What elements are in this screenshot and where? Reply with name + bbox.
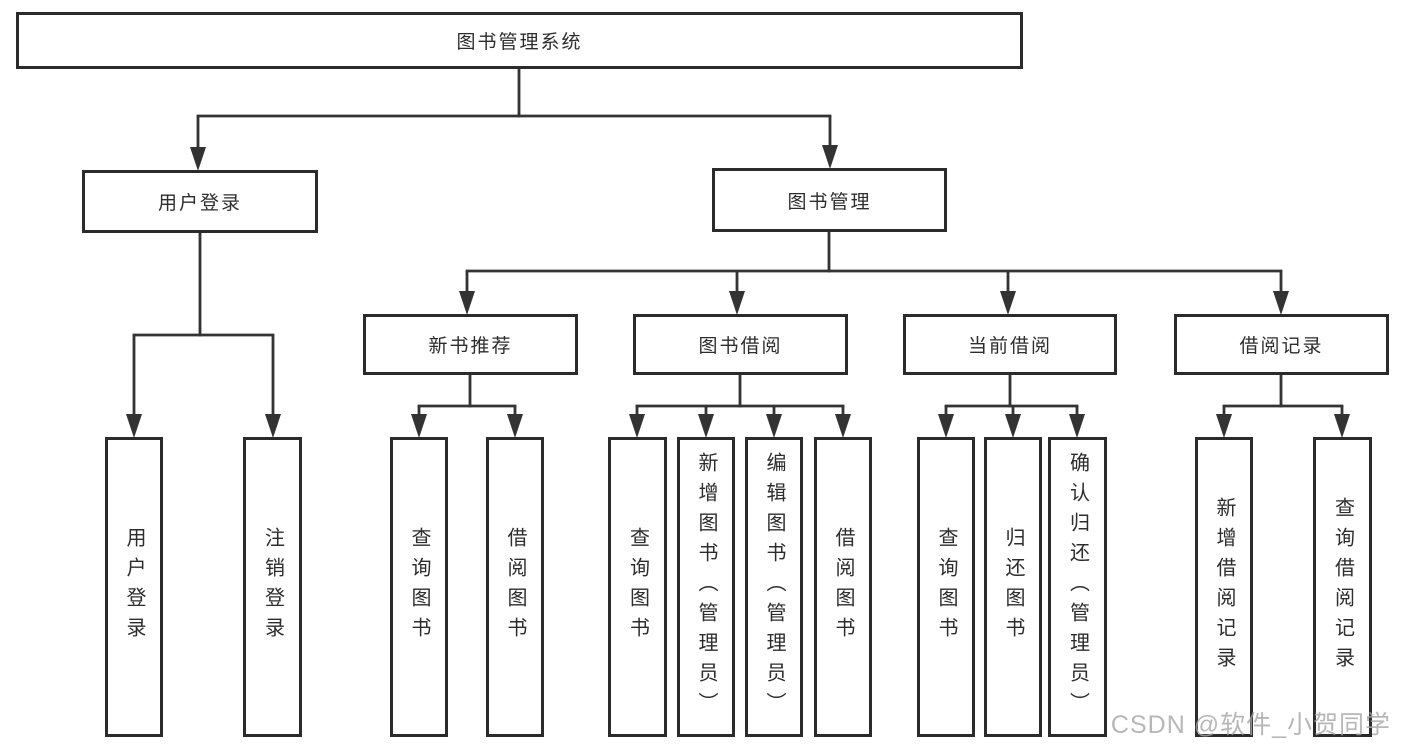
connector-user-login [126, 233, 281, 438]
leaf-logout-login-label: 注销登录 [261, 527, 284, 647]
connector-new-book-rec [411, 375, 523, 438]
leaf-borrow-book-recommend: 借阅图书 [486, 437, 544, 737]
leaf-confirm-return-admin-label: 确认归还（管理员） [1066, 452, 1089, 722]
node-book-mgmt: 图书管理 [712, 168, 947, 232]
leaf-add-book-admin: 新增图书（管理员） [677, 437, 735, 737]
leaf-query-book-current-label: 查询图书 [935, 527, 957, 647]
connector-borrow-record [1216, 375, 1350, 438]
leaf-add-borrow-record: 新增借阅记录 [1195, 437, 1253, 737]
leaf-borrow-book-recommend-label: 借阅图书 [504, 527, 526, 647]
connector-book-borrow [629, 375, 851, 438]
connector-book-mgmt [459, 232, 1289, 315]
node-book-borrow: 图书借阅 [633, 314, 848, 375]
connector-root [190, 68, 838, 171]
node-book-borrow-label: 图书借阅 [698, 336, 783, 357]
leaf-query-book-borrow: 查询图书 [608, 437, 667, 737]
node-user-login: 用户登录 [82, 170, 318, 233]
leaf-query-book-current: 查询图书 [917, 437, 975, 737]
leaf-borrow-book-label: 借阅图书 [832, 527, 854, 647]
node-new-book-rec-label: 新书推荐 [428, 336, 513, 357]
leaf-query-book-recommend: 查询图书 [390, 437, 448, 737]
leaf-query-borrow-record: 查询借阅记录 [1313, 437, 1372, 737]
leaf-add-book-admin-label: 新增图书（管理员） [695, 452, 717, 722]
leaf-query-book-recommend-label: 查询图书 [408, 527, 430, 647]
node-root-label: 图书管理系统 [456, 32, 583, 53]
node-user-login-label: 用户登录 [157, 193, 242, 214]
node-borrow-record: 借阅记录 [1174, 314, 1389, 375]
leaf-add-borrow-record-label: 新增借阅记录 [1213, 497, 1235, 677]
leaf-edit-book-admin: 编辑图书（管理员） [745, 437, 803, 737]
connector-current-borrow [938, 375, 1085, 438]
leaf-logout-login: 注销登录 [243, 437, 302, 737]
node-current-borrow: 当前借阅 [903, 314, 1117, 375]
leaf-user-login-label: 用户登录 [123, 527, 145, 647]
leaf-edit-book-admin-label: 编辑图书（管理员） [763, 452, 785, 722]
leaf-borrow-book: 借阅图书 [814, 437, 872, 737]
node-current-borrow-label: 当前借阅 [967, 336, 1052, 357]
leaf-return-book-label: 归还图书 [1002, 527, 1024, 647]
leaf-query-book-borrow-label: 查询图书 [626, 527, 649, 647]
csdn-watermark: CSDN @软件_小贺同学 [1110, 711, 1391, 739]
node-borrow-record-label: 借阅记录 [1239, 336, 1324, 357]
node-book-mgmt-label: 图书管理 [787, 191, 872, 213]
node-root: 图书管理系统 [16, 12, 1023, 69]
node-new-book-rec: 新书推荐 [363, 314, 578, 375]
leaf-return-book: 归还图书 [984, 437, 1042, 737]
leaf-user-login: 用户登录 [105, 437, 163, 737]
leaf-query-borrow-record-label: 查询借阅记录 [1331, 497, 1354, 677]
leaf-confirm-return-admin: 确认归还（管理员） [1048, 437, 1107, 737]
